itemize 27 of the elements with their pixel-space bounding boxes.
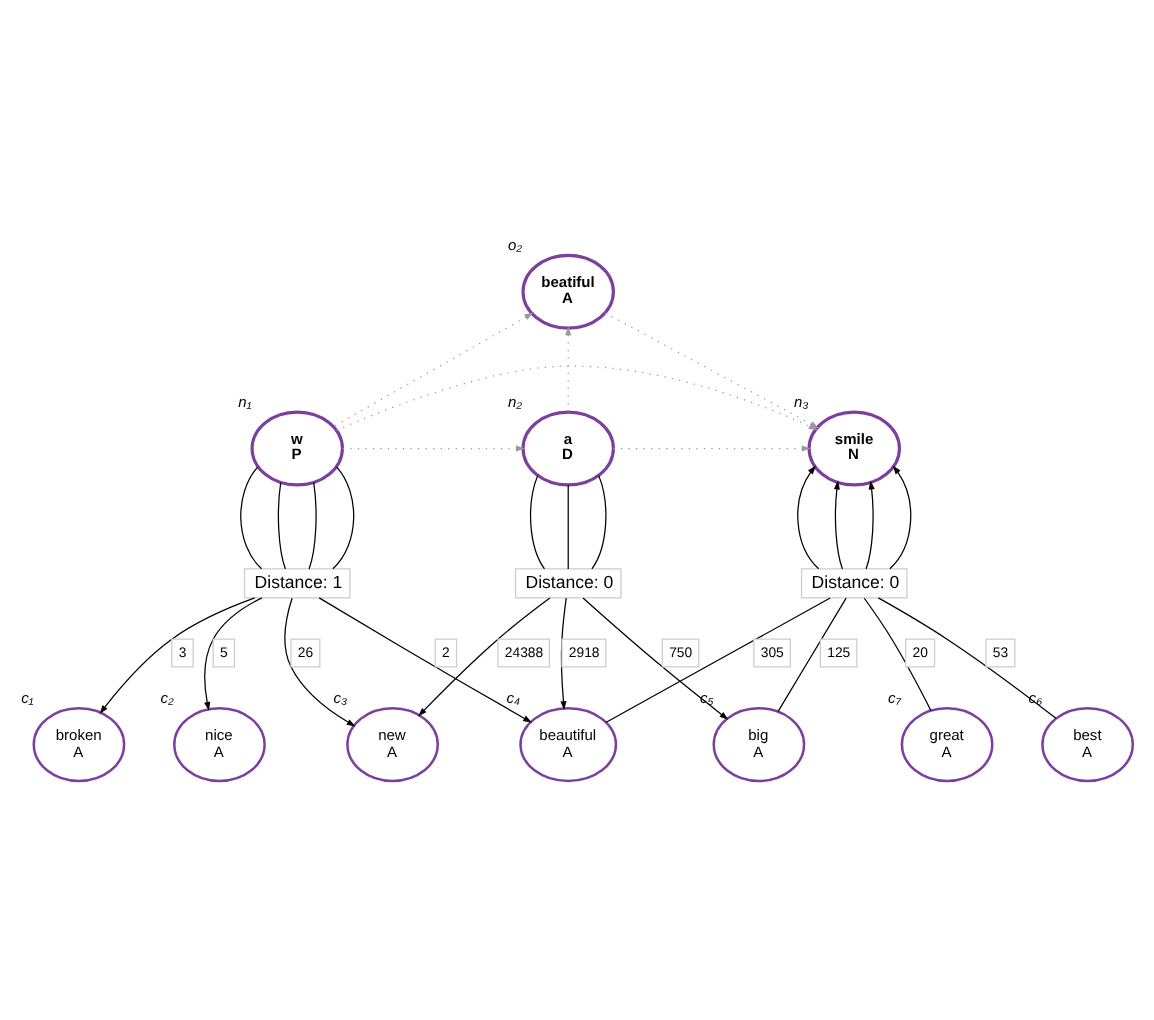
- connector: [529, 475, 546, 570]
- connector: [877, 597, 1057, 719]
- connector: [240, 466, 263, 570]
- arrow: [612, 445, 811, 452]
- connector: [567, 484, 569, 570]
- arrow: [833, 480, 844, 570]
- connector: [777, 597, 847, 712]
- arrow: [865, 480, 875, 570]
- connector: [332, 466, 355, 570]
- node-box: Distance: 0: [800, 568, 908, 599]
- arrow: [284, 597, 356, 727]
- arrow: [204, 597, 263, 711]
- arrow: [889, 465, 912, 570]
- node-box: Distance: 1: [243, 568, 351, 599]
- connector: [308, 481, 317, 570]
- connector: [591, 475, 607, 570]
- arrow: [582, 597, 729, 720]
- connector: [605, 597, 831, 723]
- arrow: [565, 326, 572, 413]
- arrow: [333, 312, 534, 428]
- arrow: [797, 465, 820, 570]
- connector: [277, 481, 287, 570]
- arrow: [342, 445, 525, 452]
- arrow: [318, 597, 532, 723]
- node-box: Distance: 0: [514, 568, 622, 599]
- connector: [863, 597, 932, 712]
- arrow: [99, 597, 256, 714]
